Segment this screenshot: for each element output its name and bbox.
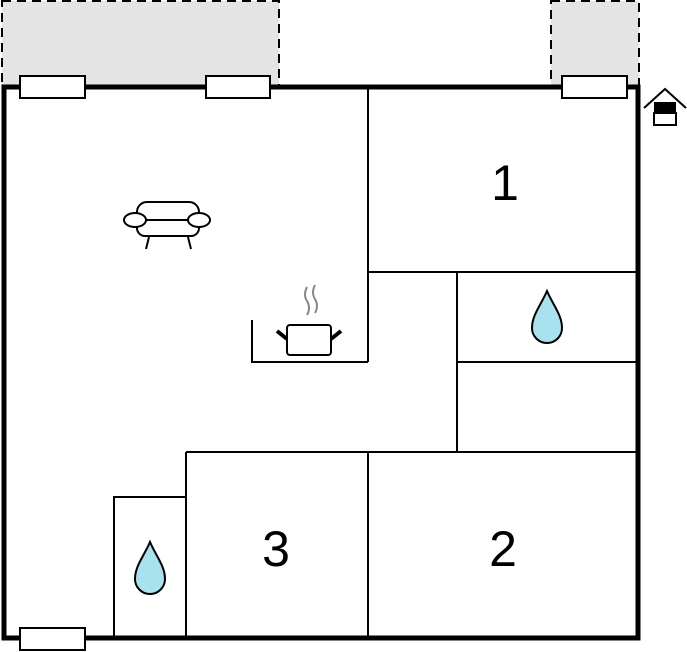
window-icon: [561, 75, 628, 99]
water-drop-icon: [133, 539, 167, 595]
terrace-right: [550, 0, 640, 88]
water-drop-icon: [530, 288, 564, 344]
room-label-1: 1: [491, 155, 519, 211]
interior-walls: [113, 87, 638, 638]
room-label-2: 2: [489, 521, 517, 577]
terrace-left: [1, 0, 280, 88]
cooking-pot-icon: [275, 284, 343, 356]
room-label-3: 3: [262, 521, 290, 577]
windows: [19, 75, 628, 651]
entrance-icon: [643, 87, 687, 126]
window-icon: [19, 627, 86, 651]
window-icon: [19, 75, 86, 99]
window-icon: [205, 75, 271, 99]
sofa-icon: [123, 201, 211, 250]
